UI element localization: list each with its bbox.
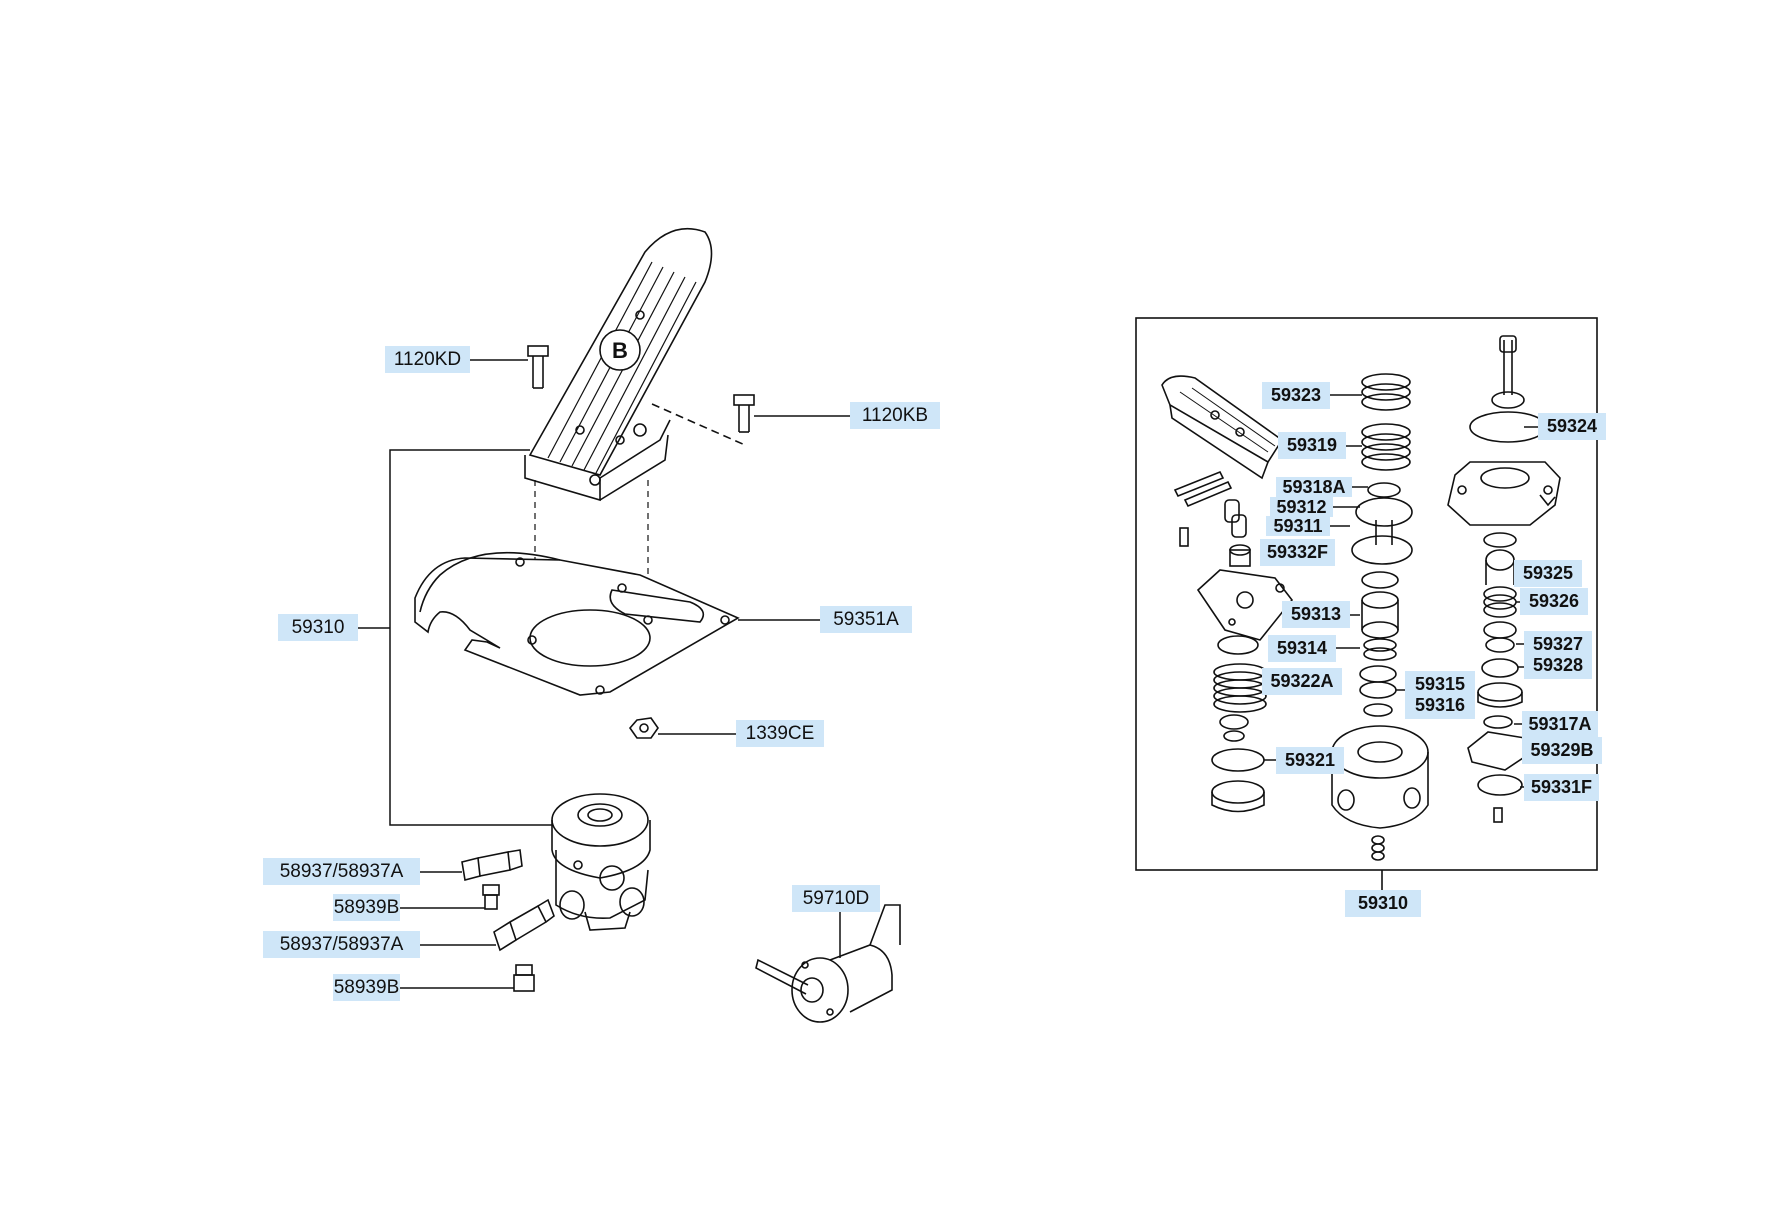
callout-59321[interactable]: 59321	[1276, 747, 1344, 774]
exploded-view-frame	[1135, 317, 1598, 871]
fitting-58939b-lower	[513, 964, 535, 992]
brake-valve-body	[551, 793, 651, 931]
callout-59310-right[interactable]: 59310	[1345, 890, 1421, 917]
callout-59317a[interactable]: 59317A	[1522, 711, 1598, 738]
callout-59310-left[interactable]: 59310	[278, 614, 358, 641]
callout-59322a[interactable]: 59322A	[1262, 668, 1342, 695]
callout-59331f[interactable]: 59331F	[1524, 774, 1599, 801]
callout-59710d[interactable]: 59710D	[792, 885, 880, 912]
callout-58937-lower[interactable]: 58937/58937A	[263, 931, 420, 958]
center-stack	[1331, 373, 1429, 861]
callout-59325[interactable]: 59325	[1514, 560, 1582, 587]
mini-bracket	[1196, 569, 1294, 641]
callout-1339ce[interactable]: 1339CE	[736, 720, 824, 747]
callout-59326[interactable]: 59326	[1520, 588, 1588, 615]
callout-1120kd[interactable]: 1120KD	[385, 346, 470, 373]
nut-1339ce	[628, 717, 659, 739]
callout-58937-upper[interactable]: 58937/58937A	[263, 858, 420, 885]
fitting-58939b-upper	[482, 884, 500, 910]
callout-59311[interactable]: 59311	[1266, 516, 1330, 536]
callout-58939b-lower[interactable]: 58939B	[333, 974, 400, 1001]
callout-59332f[interactable]: 59332F	[1260, 539, 1335, 566]
accelerator-pedal: B	[524, 228, 713, 502]
callout-59312[interactable]: 59312	[1270, 497, 1333, 517]
mini-pedal	[1161, 375, 1284, 480]
callout-59351a[interactable]: 59351A	[820, 606, 912, 633]
stop-light-switch	[755, 904, 901, 1023]
fitting-58937-upper	[461, 849, 523, 881]
mounting-plate	[414, 551, 740, 696]
fitting-58937-lower	[493, 898, 555, 952]
callout-1120kb[interactable]: 1120KB	[850, 402, 940, 429]
callout-59323[interactable]: 59323	[1262, 382, 1330, 409]
callout-58939b-upper[interactable]: 58939B	[333, 894, 400, 921]
leader-lines-left	[358, 359, 850, 989]
bolt-1120kb	[651, 394, 755, 446]
callout-59319[interactable]: 59319	[1278, 432, 1346, 459]
bolt-1120kd	[527, 345, 549, 389]
callout-59314[interactable]: 59314	[1268, 635, 1336, 662]
mini-pins	[1173, 470, 1251, 567]
mini-spring-stack	[1211, 635, 1267, 813]
callout-59316[interactable]: 59316	[1405, 692, 1475, 719]
callout-59324[interactable]: 59324	[1538, 413, 1606, 440]
callout-59313[interactable]: 59313	[1282, 601, 1350, 628]
callout-59329b[interactable]: 59329B	[1522, 737, 1602, 764]
callout-59328[interactable]: 59328	[1524, 652, 1592, 679]
callout-59318a[interactable]: 59318A	[1276, 477, 1352, 497]
svg-text:B: B	[612, 338, 628, 363]
